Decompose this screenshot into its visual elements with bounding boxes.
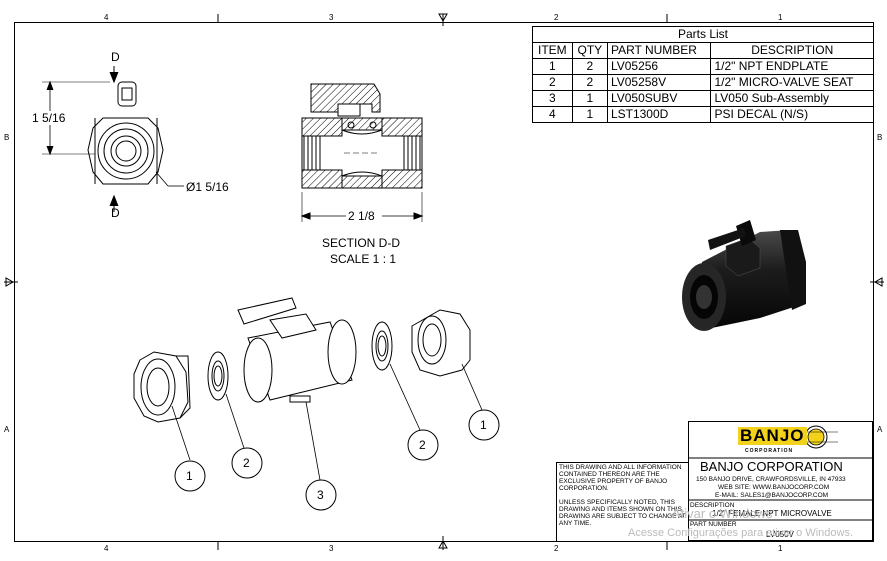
parts-list-table: Parts List ITEM QTY PART NUMBER DESCRIPT… bbox=[532, 26, 874, 123]
front-view bbox=[42, 66, 184, 212]
title-block-lines bbox=[688, 457, 873, 521]
section-mark-top: D bbox=[111, 50, 120, 64]
change-note: UNLESS SPECIFICALLY NOTED, THIS DRAWING … bbox=[559, 499, 686, 527]
balloon-item-3: 3 bbox=[317, 488, 324, 502]
part-number-label: PART NUMBER bbox=[690, 521, 737, 528]
zone-right-b: B bbox=[877, 133, 883, 142]
company-website: WEB SITE: WWW.BANJOCORP.COM bbox=[718, 484, 830, 491]
zone-top-3: 3 bbox=[329, 13, 334, 22]
drawing-part-number: LV050V bbox=[766, 530, 794, 539]
section-scale: SCALE 1 : 1 bbox=[330, 252, 397, 266]
zone-bottom-1: 1 bbox=[778, 544, 783, 553]
zone-top-2: 2 bbox=[554, 13, 559, 22]
exploded-view bbox=[133, 297, 471, 423]
company-email: E-MAIL: SALES1@BANJOCORP.COM bbox=[715, 492, 829, 499]
length-dimension: 2 1/8 bbox=[348, 209, 375, 223]
balloon-item-2-right: 2 bbox=[419, 438, 426, 452]
banjo-logo-sub: CORPORATION bbox=[745, 448, 794, 454]
diameter-dimension: Ø1 5/16 bbox=[186, 180, 229, 194]
zone-bottom-4: 4 bbox=[104, 544, 109, 553]
activation-watermark-title: Ativar o Windows bbox=[672, 506, 773, 521]
title-block bbox=[688, 421, 873, 541]
balloon-leaders bbox=[171, 363, 483, 481]
company-address: 150 BANJO DRIVE, CRAWFORDSVILLE, IN 4793… bbox=[696, 476, 846, 483]
title-block-notes: THIS DRAWING AND ALL INFORMATION CONTAIN… bbox=[556, 462, 688, 541]
description-label: DESCRIPTION bbox=[690, 502, 735, 509]
balloon-circles bbox=[174, 409, 500, 511]
table-row: 1 2 LV05256 1/2" NPT ENDPLATE bbox=[532, 58, 874, 75]
ownership-note: THIS DRAWING AND ALL INFORMATION CONTAIN… bbox=[559, 464, 682, 492]
section-view bbox=[300, 83, 424, 222]
table-row: 4 1 LST1300D PSI DECAL (N/S) bbox=[532, 106, 874, 123]
table-row: 3 1 LV050SUBV LV050 Sub-Assembly bbox=[532, 90, 874, 107]
valve-3d-render bbox=[682, 220, 806, 331]
zone-left-b: B bbox=[4, 133, 10, 142]
section-title: SECTION D-D bbox=[322, 236, 400, 250]
zone-right-a: A bbox=[877, 425, 883, 434]
activation-watermark-text: Acesse Configurações para ativar o Windo… bbox=[628, 527, 853, 539]
table-row: 2 2 LV05258V 1/2" MICRO-VALVE SEAT bbox=[532, 74, 874, 91]
zone-bottom-3: 3 bbox=[329, 544, 334, 553]
zone-bottom-2: 2 bbox=[554, 544, 559, 553]
drawing-description: 1/2" FEMALE NPT MICROVALVE bbox=[712, 509, 832, 518]
zone-top-1: 1 bbox=[778, 13, 783, 22]
balloon-item-1-right: 1 bbox=[480, 418, 487, 432]
balloon-item-1-left: 1 bbox=[186, 469, 193, 483]
zone-left-a: A bbox=[4, 425, 10, 434]
height-dimension: 1 5/16 bbox=[32, 111, 66, 125]
parts-list-title: Parts List bbox=[532, 26, 874, 43]
section-mark-bottom: D bbox=[111, 206, 120, 220]
banjo-logo: BANJO bbox=[738, 426, 807, 445]
parts-list-header: ITEM QTY PART NUMBER DESCRIPTION bbox=[532, 42, 874, 59]
balloon-item-2-left: 2 bbox=[243, 456, 250, 470]
banjo-logo-graphic bbox=[804, 425, 838, 449]
centering-marks bbox=[4, 13, 884, 550]
company-name: BANJO CORPORATION bbox=[700, 459, 843, 474]
zone-top-4: 4 bbox=[104, 13, 109, 22]
